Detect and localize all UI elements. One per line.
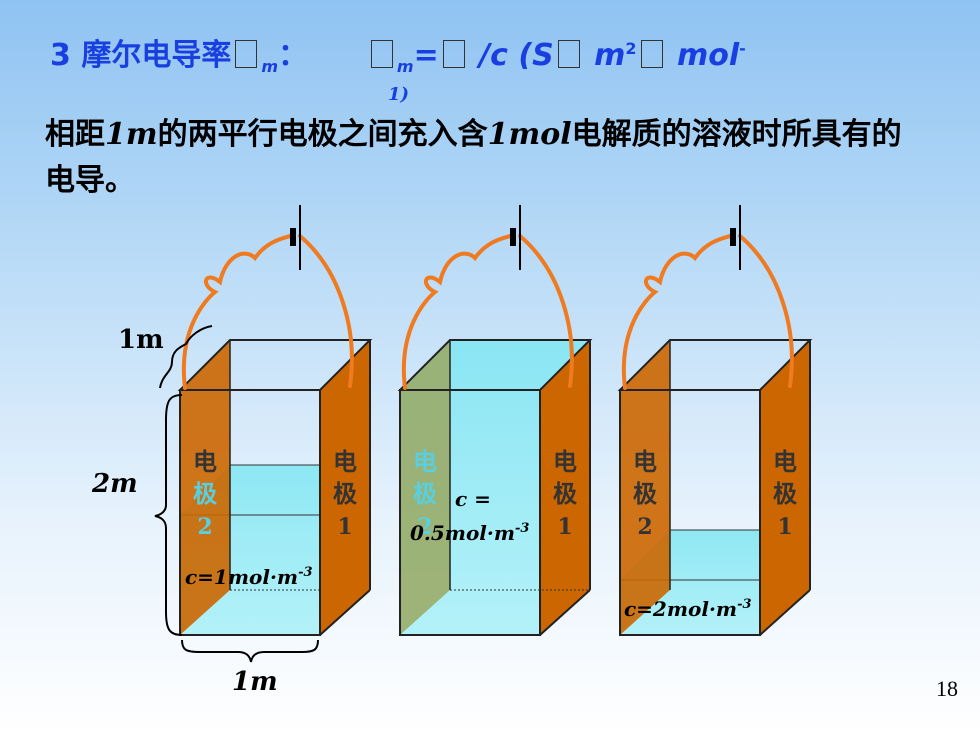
tank-2: 电 极 2 电 极 1 c = 0.5mol·m-3	[397, 339, 593, 636]
title-colon: ：	[278, 38, 308, 73]
tank1-e1-char1: 电	[333, 447, 357, 476]
tank1-e1-num: 1	[337, 514, 352, 540]
wires	[181, 234, 794, 390]
tank1-front	[179, 389, 321, 636]
tank3-front	[619, 389, 761, 636]
tank3-electrode-1	[760, 340, 810, 635]
tank3-e2-num: 2	[637, 514, 652, 540]
depth-label: 1m	[118, 325, 164, 355]
kappa-symbol-icon	[442, 40, 465, 68]
depth-brace	[159, 325, 213, 389]
tank1-e2-char2: 极	[193, 479, 217, 508]
unit-m: m	[594, 38, 626, 73]
wire-3-left	[621, 234, 732, 390]
unit-mol: mol	[677, 38, 740, 73]
wire-2-left	[401, 234, 512, 390]
tank2-e1-num: 1	[557, 514, 572, 540]
title-heading: 摩尔电导率	[81, 38, 232, 73]
tank2-e2-num: 2	[417, 514, 432, 540]
tank3-e2-char2: 极	[633, 479, 657, 508]
height-label: 2m	[91, 469, 138, 499]
tank1-edge	[319, 589, 371, 636]
wire-3-right	[738, 234, 794, 388]
desc-part2: 的两平行电极之间充入含	[157, 117, 488, 152]
tank2-e1-char2: 极	[553, 479, 577, 508]
tank3-edge	[759, 589, 811, 636]
title-number: 3	[50, 38, 82, 73]
tank2-edge	[539, 589, 591, 636]
tank2-front	[399, 389, 541, 636]
tank3-electrode-2	[620, 340, 670, 635]
dimension-braces	[154, 325, 319, 663]
tank2-e2-char1: 电	[413, 447, 437, 476]
tank3-concentration: c=2mol·m-3	[624, 597, 752, 621]
unit-tail: 1)	[388, 84, 410, 105]
formula-over-c: /c (	[479, 38, 533, 73]
unit-s: S	[532, 38, 554, 73]
tank1-e2-num: 2	[197, 514, 212, 540]
page-number: 18	[936, 676, 958, 701]
tank1-concentration: c=1mol·m-3	[185, 565, 313, 589]
wire-2-right	[518, 234, 574, 388]
batteries	[290, 205, 741, 270]
tank2-e2-char2: 极	[413, 479, 437, 508]
desc-part1: 相距	[45, 117, 105, 152]
tank1-e1-char2: 极	[333, 479, 357, 508]
wire-1-right	[298, 234, 354, 388]
dot-symbol-icon	[557, 40, 580, 68]
height-brace	[154, 394, 183, 636]
tank3-e1-char2: 极	[773, 479, 797, 508]
width-label: 1m	[232, 667, 278, 697]
desc-part3: 电解质的溶液时所具有的电导。	[45, 117, 902, 198]
unit-m-exp: 2	[625, 39, 637, 58]
tank2-electrode-2	[400, 340, 450, 635]
tank3-e2-char1: 电	[633, 447, 657, 476]
dot-symbol-icon	[640, 40, 663, 68]
tank2-electrode-1	[540, 340, 590, 635]
tank2-e1-char1: 电	[553, 447, 577, 476]
tank3-e1-num: 1	[777, 514, 792, 540]
lambda-symbol-icon	[235, 40, 258, 68]
tank-3: 电 极 2 电 极 1 c=2mol·m-3	[617, 339, 813, 636]
tank1-electrode-1	[320, 340, 370, 635]
width-brace	[181, 639, 319, 663]
tank2-concentration-line2: 0.5mol·m-3	[410, 521, 529, 545]
battery-2-icon	[510, 228, 516, 246]
title-sub-m: m	[261, 57, 278, 76]
tank2-concentration-line1: c =	[455, 487, 491, 511]
formula-sub-m: m	[396, 57, 414, 76]
description: 相距1m的两平行电极之间充入含1mol电解质的溶液时所具有的电导。	[45, 112, 925, 204]
tank1-e2-char1: 电	[193, 447, 217, 476]
lambda-symbol-icon	[370, 40, 393, 68]
desc-dist: 1m	[105, 117, 158, 152]
wire-1-left	[181, 234, 292, 390]
tank3-e1-char1: 电	[773, 447, 797, 476]
formula-eq: =	[413, 38, 439, 73]
tank1-electrode-2	[180, 340, 230, 635]
desc-amount: 1mol	[487, 117, 572, 152]
battery-1-icon	[290, 228, 296, 246]
battery-3-icon	[730, 228, 736, 246]
unit-mol-exp: -	[739, 39, 746, 58]
tank-1: 电 极 2 电 极 1 c=1mol·m-3	[177, 339, 373, 636]
